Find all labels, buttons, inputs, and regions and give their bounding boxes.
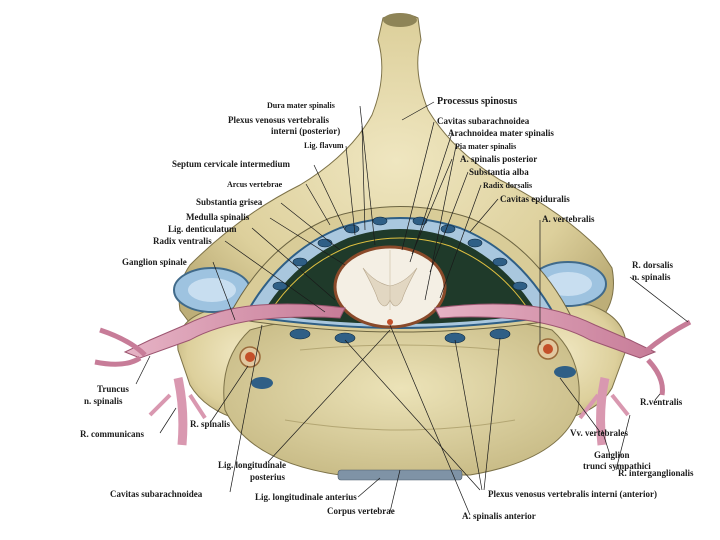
label-lig-long-anterius: Lig. longitudinale anterius (255, 492, 357, 502)
label-arcus-vertebrae: Arcus vertebrae (227, 180, 283, 189)
nerve-right (434, 303, 657, 359)
label-lig-long-posterius-2: posterius (250, 472, 286, 482)
spinal-nerves (94, 303, 692, 446)
anterior-spinal-artery-dot (387, 319, 393, 325)
vertebral-arteries (239, 338, 576, 389)
label-radix-dorsalis: Radix dorsalis (483, 181, 532, 190)
articular-facet-left-inner (188, 278, 236, 302)
label-corpus-vertebrae: Corpus vertebrae (327, 506, 395, 516)
label-lig-denticulatum: Lig. denticulatum (168, 224, 237, 234)
venous-plexus-anterior (289, 328, 511, 344)
vertebral-body (223, 317, 580, 476)
ramus-dorsalis-left (99, 327, 147, 357)
label-r-spinalis: R. spinalis (190, 419, 231, 429)
label-cavitas-subarachnoidea-top: Cavitas subarachnoidea (437, 116, 530, 126)
label-r-interganglionalis: R. interganglionalis (618, 468, 694, 478)
label-ganglion-trunci-2: trunci sympathici (583, 461, 651, 471)
label-cavitas-subarachnoidea-bottom: Cavitas subarachnoidea (110, 489, 203, 499)
sympathetic-trunk-left (173, 377, 188, 446)
label-a-spinalis-posterior: A. spinalis posterior (460, 154, 537, 164)
label-vv-vertebrales: Vv. vertebrales (570, 428, 628, 438)
label-cavitas-epiduralis: Cavitas epiduralis (500, 194, 570, 204)
label-r-ventralis: R.ventralis (640, 397, 683, 407)
label-dura-mater: Dura mater spinalis (267, 101, 335, 110)
label-substantia-grisea: Substantia grisea (196, 197, 263, 207)
spinous-process-tip (383, 13, 417, 27)
vertebral-vein-left (251, 377, 273, 389)
label-plexus-posterior-1: Plexus venosus vertebralis (228, 115, 329, 125)
label-pia-mater: Pia mater spinalis (455, 142, 516, 151)
label-truncus-1: Truncus (97, 384, 129, 394)
label-plexus-anterior: Plexus venosus vertebralis interni (ante… (488, 489, 657, 499)
label-lig-long-posterius-1: Lig. longitudinale (218, 460, 286, 470)
ramus-dorsalis-right (643, 319, 692, 354)
label-radix-ventralis: Radix ventralis (153, 236, 212, 246)
label-ganglion-spinale: Ganglion spinale (122, 257, 187, 267)
label-r-dorsalis-1: R. dorsalis (632, 260, 674, 270)
label-r-dorsalis-2: n. spinalis (632, 272, 671, 282)
label-ganglion-trunci-1: Ganglion (594, 450, 630, 460)
label-lig-flavum: Lig. flavum (304, 141, 344, 150)
leader-lines (135, 101, 689, 516)
ramus-ventralis-left (94, 355, 142, 367)
label-arachnoidea: Arachnoidea mater spinalis (448, 128, 554, 138)
label-truncus-2: n. spinalis (84, 396, 123, 406)
label-plexus-posterior-2: interni (posterior) (271, 126, 340, 136)
label-a-spinalis-anterior: A. spinalis anterior (462, 511, 536, 521)
venous-plexus-posterior (272, 216, 528, 291)
label-processus-spinosus: Processus spinosus (437, 96, 517, 107)
label-medulla-spinalis: Medulla spinalis (186, 212, 250, 222)
vertebral-vein-right (554, 366, 576, 378)
label-substantia-alba: Substantia alba (469, 167, 529, 177)
label-a-vertebralis: A. vertebralis (542, 214, 595, 224)
sympathetic-trunk-right (596, 377, 610, 446)
label-r-communicans: R. communicans (80, 429, 144, 439)
labels: Processus spinosus Dura mater spinalis P… (80, 96, 694, 521)
ramus-ventralis-right (646, 358, 665, 396)
spinal-canal (227, 206, 573, 344)
label-septum-cervicale: Septum cervicale intermedium (172, 159, 290, 169)
